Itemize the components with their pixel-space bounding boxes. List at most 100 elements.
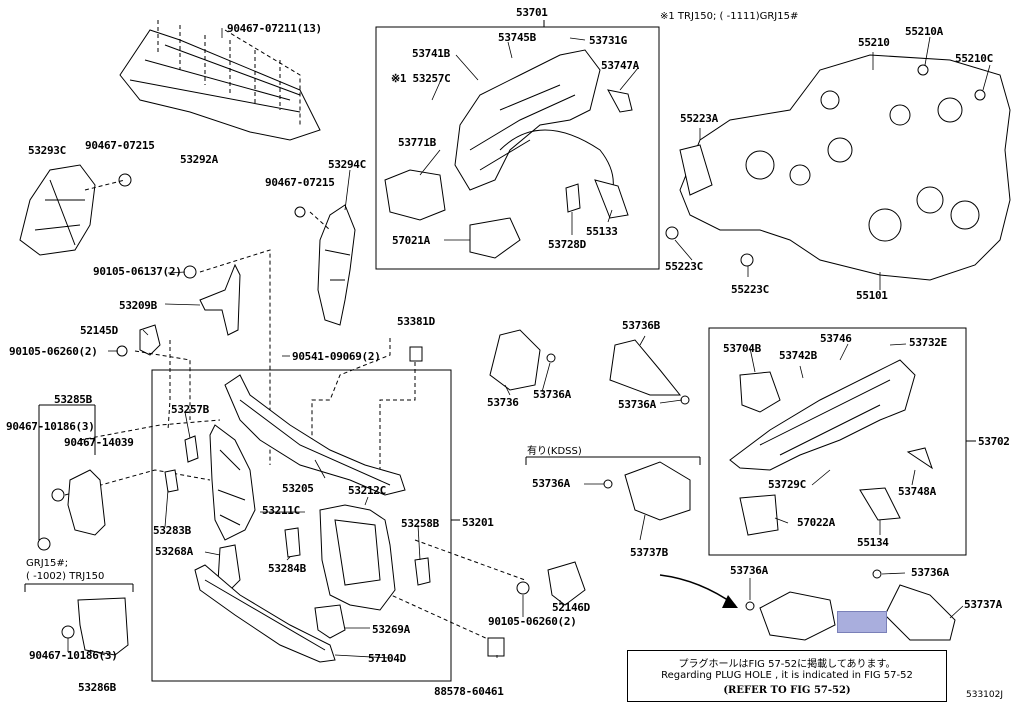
part-53285B xyxy=(67,469,106,536)
callout-53729C[interactable]: 53729C xyxy=(768,478,806,491)
callout-90467-07215-b[interactable]: 90467-07215 xyxy=(265,176,335,189)
callout-90467-10186-b[interactable]: 90467-10186(3) xyxy=(29,649,118,662)
part-53737-left xyxy=(759,591,836,641)
part-53736B xyxy=(609,339,682,396)
group-box-53201 xyxy=(151,369,452,682)
callout-55223C-a[interactable]: 55223C xyxy=(665,260,703,273)
part-53737A xyxy=(884,584,956,641)
callout-53201[interactable]: 53201 xyxy=(462,516,494,529)
note-grj15-line2: ( -1002) TRJ150 xyxy=(26,571,105,582)
part-57104D xyxy=(194,564,336,663)
part-53771B xyxy=(384,169,446,221)
part-53702 xyxy=(729,359,916,471)
callout-53741B[interactable]: 53741B xyxy=(412,47,450,60)
highlight-marker xyxy=(837,611,887,633)
callout-57021A[interactable]: 57021A xyxy=(392,234,430,247)
callout-53746[interactable]: 53746 xyxy=(820,332,852,345)
callout-53747A[interactable]: 53747A xyxy=(601,59,639,72)
part-55101 xyxy=(679,54,1011,281)
callout-55134[interactable]: 55134 xyxy=(857,536,889,549)
part-53205 xyxy=(224,374,406,496)
callout-53736A-a[interactable]: 53736A xyxy=(533,388,571,401)
callout-53258B[interactable]: 53258B xyxy=(401,517,439,530)
note-variant-trj150: ※1 TRJ150; ( -1111)GRJ15# xyxy=(660,11,799,22)
callout-53736[interactable]: 53736 xyxy=(487,396,519,409)
callout-53294C[interactable]: 53294C xyxy=(328,158,366,171)
callout-53737B[interactable]: 53737B xyxy=(630,546,668,559)
callout-53292A[interactable]: 53292A xyxy=(180,153,218,166)
part-53701 xyxy=(454,49,614,201)
callout-57104D[interactable]: 57104D xyxy=(368,652,406,665)
group-box-53701 xyxy=(375,26,660,270)
callout-53257B[interactable]: 53257B xyxy=(171,403,209,416)
callout-52145D[interactable]: 52145D xyxy=(80,324,118,337)
callout-55223C-b[interactable]: 55223C xyxy=(731,283,769,296)
callout-53701[interactable]: 53701 xyxy=(516,6,548,19)
note-grj15-line1: GRJ15#; xyxy=(26,558,69,569)
callout-90467-07211[interactable]: 90467-07211(13) xyxy=(227,22,322,35)
callout-53736A-e[interactable]: 53736A xyxy=(911,566,949,579)
callout-53283B[interactable]: 53283B xyxy=(153,524,191,537)
callout-53269A[interactable]: 53269A xyxy=(372,623,410,636)
callout-55210C[interactable]: 55210C xyxy=(955,52,993,65)
callout-53268A[interactable]: 53268A xyxy=(155,545,193,558)
part-53737B xyxy=(624,461,691,521)
plug-hole-note-ref[interactable]: (REFER TO FIG 57-52) xyxy=(723,685,851,696)
callout-90467-07215-a[interactable]: 90467-07215 xyxy=(85,139,155,152)
callout-53704B[interactable]: 53704B xyxy=(723,342,761,355)
callout-53702[interactable]: 53702 xyxy=(978,435,1010,448)
callout-53205[interactable]: 53205 xyxy=(282,482,314,495)
callout-90467-10186-a[interactable]: 90467-10186(3) xyxy=(6,420,95,433)
callout-55101[interactable]: 55101 xyxy=(856,289,888,302)
plug-hole-note: プラグホールはFIG 57-52に掲載してあります。 Regarding PLU… xyxy=(627,650,947,702)
callout-53286B[interactable]: 53286B xyxy=(78,681,116,694)
callout-53293C[interactable]: 53293C xyxy=(28,144,66,157)
part-53293C xyxy=(19,164,96,256)
callout-53736A-d[interactable]: 53736A xyxy=(730,564,768,577)
part-53209B xyxy=(199,263,241,336)
callout-53731G[interactable]: 53731G xyxy=(589,34,627,47)
callout-52146D[interactable]: 52146D xyxy=(552,601,590,614)
callout-53745B[interactable]: 53745B xyxy=(498,31,536,44)
callout-53211C[interactable]: 53211C xyxy=(262,504,300,517)
part-52145D xyxy=(139,324,161,356)
callout-53732E[interactable]: 53732E xyxy=(909,336,947,349)
callout-53742B[interactable]: 53742B xyxy=(779,349,817,362)
callout-55223A[interactable]: 55223A xyxy=(680,112,718,125)
part-53286B xyxy=(77,597,129,656)
callout-53771B[interactable]: 53771B xyxy=(398,136,436,149)
callout-90467-14039[interactable]: 90467-14039 xyxy=(64,436,134,449)
plug-hole-note-en: Regarding PLUG HOLE , it is indicated in… xyxy=(661,670,913,681)
note-kdss: 有り(KDSS) xyxy=(527,446,582,457)
callout-53728D[interactable]: 53728D xyxy=(548,238,586,251)
callout-53381D[interactable]: 53381D xyxy=(397,315,435,328)
callout-90105-06137[interactable]: 90105-06137(2) xyxy=(93,265,182,278)
callout-53209B[interactable]: 53209B xyxy=(119,299,157,312)
callout-90541-09069[interactable]: 90541-09069(2) xyxy=(292,350,381,363)
callout-57022A[interactable]: 57022A xyxy=(797,516,835,529)
callout-53748A[interactable]: 53748A xyxy=(898,485,936,498)
callout-53736A-c[interactable]: 53736A xyxy=(532,477,570,490)
callout-90105-06260-b[interactable]: 90105-06260(2) xyxy=(488,615,577,628)
part-53294C xyxy=(317,204,356,326)
part-57021A xyxy=(469,217,521,259)
figure-id: 533102J xyxy=(966,690,1004,700)
cowl-panel-53292A xyxy=(119,20,321,141)
callout-53257C[interactable]: ※1 53257C xyxy=(391,72,451,85)
callout-55210A[interactable]: 55210A xyxy=(905,25,943,38)
callout-53284B[interactable]: 53284B xyxy=(268,562,306,575)
callout-53736A-b[interactable]: 53736A xyxy=(618,398,656,411)
callout-55210[interactable]: 55210 xyxy=(858,36,890,49)
part-53736 xyxy=(489,329,541,391)
plug-hole-note-jp: プラグホールはFIG 57-52に掲載してあります。 xyxy=(678,659,896,670)
callout-53212C[interactable]: 53212C xyxy=(348,484,386,497)
callout-53285B[interactable]: 53285B xyxy=(54,393,92,406)
part-53211C xyxy=(209,424,256,541)
callout-53736B[interactable]: 53736B xyxy=(622,319,660,332)
callout-53737A[interactable]: 53737A xyxy=(964,598,1002,611)
part-53212C xyxy=(319,504,396,611)
callout-90105-06260-a[interactable]: 90105-06260(2) xyxy=(9,345,98,358)
callout-55133[interactable]: 55133 xyxy=(586,225,618,238)
callout-88578-60461[interactable]: 88578-60461 xyxy=(434,685,504,698)
